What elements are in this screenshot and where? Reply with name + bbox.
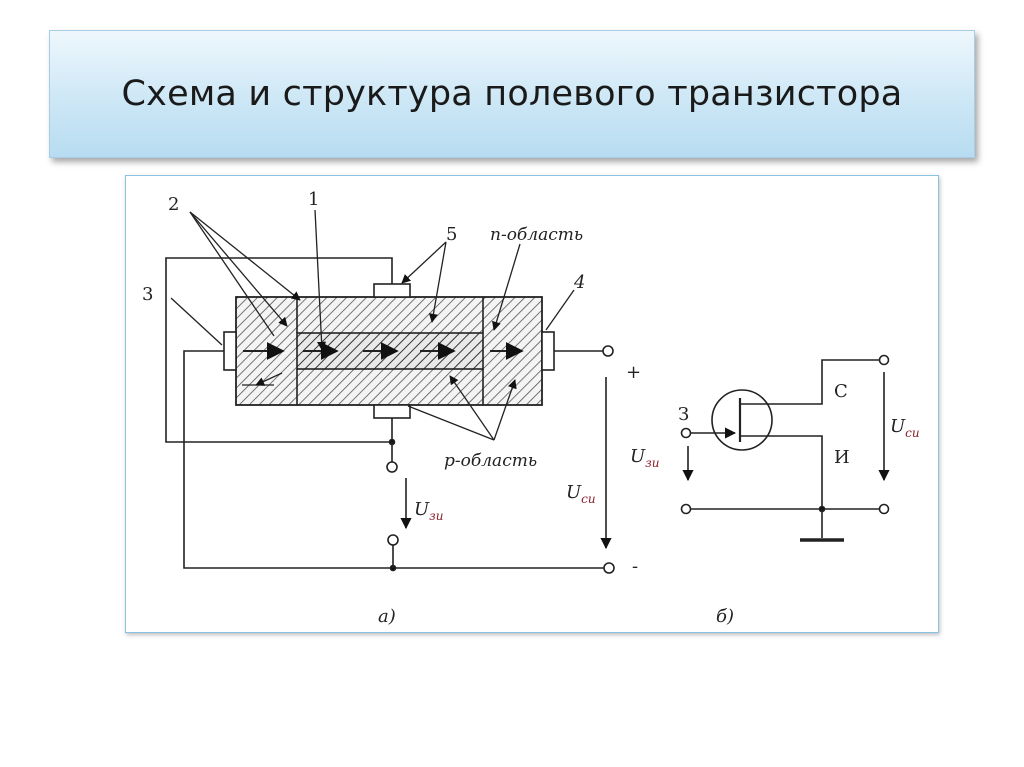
transistor-symbol-circle <box>711 389 773 451</box>
label-num-1: 1 <box>308 189 319 210</box>
structure-diagram-a <box>165 209 615 574</box>
slide-title: Схема и структура полевого транзистора <box>121 74 903 114</box>
caption-b: б) <box>716 606 734 627</box>
label-u-zi-a: Uзи <box>414 499 443 523</box>
source-contact <box>223 331 237 371</box>
label-p-region: p-область <box>444 451 537 471</box>
gate-contact-top <box>373 283 411 298</box>
label-num-4: 4 <box>573 272 585 293</box>
label-drain-b: С <box>834 381 848 402</box>
plus-terminal <box>602 345 614 357</box>
label-num-5: 5 <box>446 224 457 245</box>
gate-terminal-a <box>386 461 398 473</box>
source-terminal-a <box>387 534 399 546</box>
drain-terminal-b <box>878 354 890 366</box>
label-source-b: И <box>834 447 850 468</box>
label-num-3: 3 <box>142 284 153 305</box>
label-plus: + <box>626 362 641 383</box>
slide-title-box: Схема и структура полевого транзистора <box>49 30 975 158</box>
label-minus: - <box>632 556 638 577</box>
schematic-symbol-b <box>680 354 890 542</box>
label-gate-b: З <box>678 404 689 425</box>
gate-terminal-b <box>680 427 692 439</box>
source-terminal-left-b <box>680 503 692 515</box>
label-n-region: n-область <box>490 225 583 245</box>
caption-a: а) <box>378 606 396 627</box>
label-u-si-b: Uси <box>890 416 920 440</box>
label-u-zi-b: Uзи <box>630 446 659 470</box>
source-terminal-right-b <box>878 503 890 515</box>
label-num-2: 2 <box>168 194 179 215</box>
label-u-si-a: Uси <box>566 482 596 506</box>
drain-contact <box>541 331 555 371</box>
minus-terminal <box>603 562 615 574</box>
gate-contact-bottom <box>373 404 411 419</box>
